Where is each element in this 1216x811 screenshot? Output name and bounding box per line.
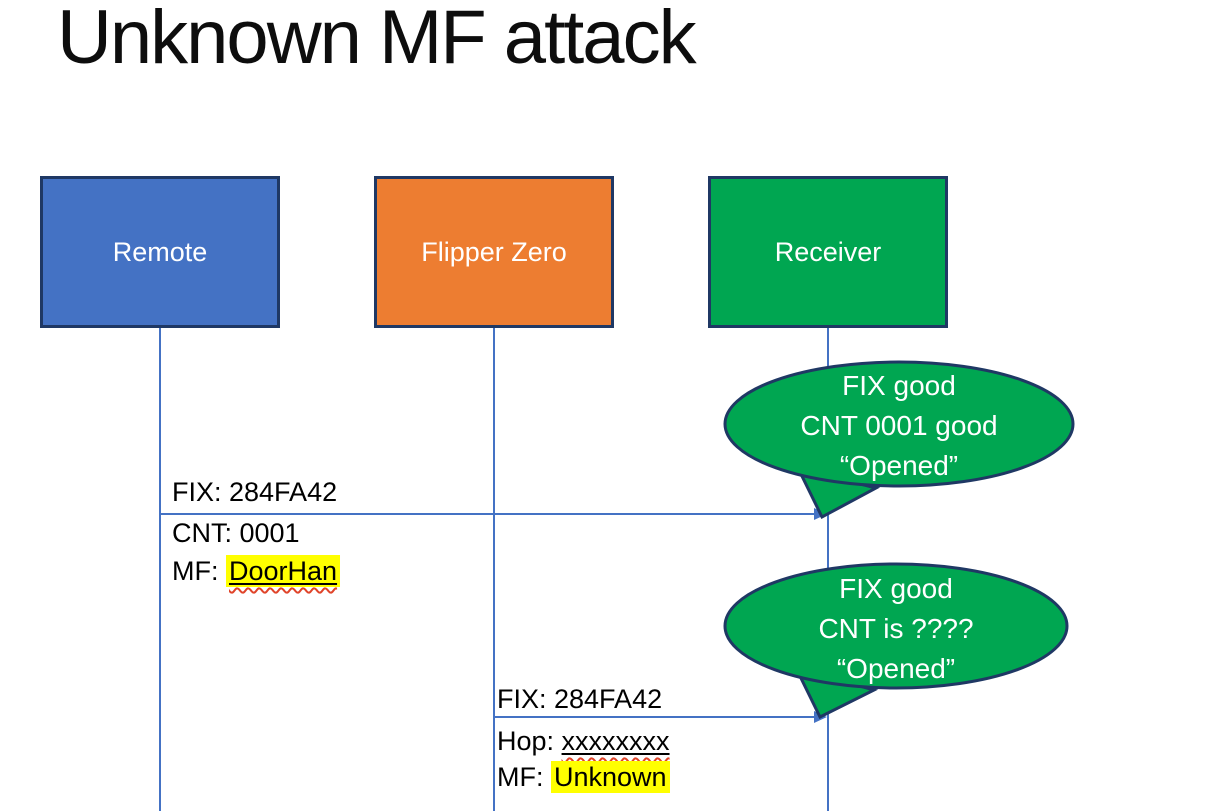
message1-arrow-line [160, 513, 815, 515]
callout-text-2: FIX good CNT is ???? “Opened” [736, 569, 1056, 689]
message2-hop-squiggle: xxxxxxxx [562, 726, 670, 756]
message1-mf-value: DoorHan [229, 556, 338, 586]
callout2-line3: “Opened” [836, 653, 956, 684]
callout-bubble-1-ellipse [723, 360, 1075, 488]
actor-box-flipper-zero: Flipper Zero [374, 176, 614, 328]
callout-bubble-2-ellipse [723, 562, 1069, 690]
actor-label-flipper-zero: Flipper Zero [421, 236, 567, 267]
message2-fix-label: FIX: 284FA42 [497, 684, 663, 714]
callout1-line2: CNT 0001 good [800, 410, 998, 441]
callout2-line2: CNT is ???? [818, 613, 974, 644]
message1-cnt-prefix: CNT: [172, 518, 240, 548]
message2-mf-prefix: MF: [497, 762, 551, 792]
message2-hop-value: xxxxxxxx [561, 726, 670, 756]
message2-mf-label: MF: Unknown [497, 761, 670, 793]
actor-label-remote: Remote [112, 236, 208, 267]
actor-box-receiver: Receiver [708, 176, 948, 328]
message1-cnt-label: CNT: 0001 [172, 518, 300, 549]
message1-cnt-value: 0001 [239, 518, 300, 548]
message2-hop-prefix: Hop: [497, 726, 562, 756]
message2-arrow-line [494, 716, 815, 718]
message1-mf-prefix: MF: [172, 556, 226, 586]
slide-title: Unknown MF attack [57, 0, 697, 80]
message1-mf-label: MF: DoorHan [172, 555, 341, 587]
lifeline-flipper-zero [493, 328, 495, 811]
message2-mf-highlight: Unknown [551, 761, 670, 793]
message2-hop-label: Hop: xxxxxxxx [497, 726, 670, 757]
lifeline-remote [159, 328, 161, 811]
callout-text-1: FIX good CNT 0001 good “Opened” [739, 366, 1059, 486]
message2-mf-value: Unknown [554, 762, 667, 792]
actor-box-remote: Remote [40, 176, 280, 328]
actor-label-receiver: Receiver [774, 236, 882, 267]
callout2-line1: FIX good [839, 573, 953, 604]
callout-bubble-1 [723, 360, 1075, 520]
callout1-line1: FIX good [842, 370, 956, 401]
message1-fix-label: FIX: 284FA42 [172, 477, 338, 507]
callout1-line3: “Opened” [839, 450, 959, 481]
message1-mf-highlight: DoorHan [226, 555, 341, 587]
callout-bubble-2 [723, 562, 1069, 720]
